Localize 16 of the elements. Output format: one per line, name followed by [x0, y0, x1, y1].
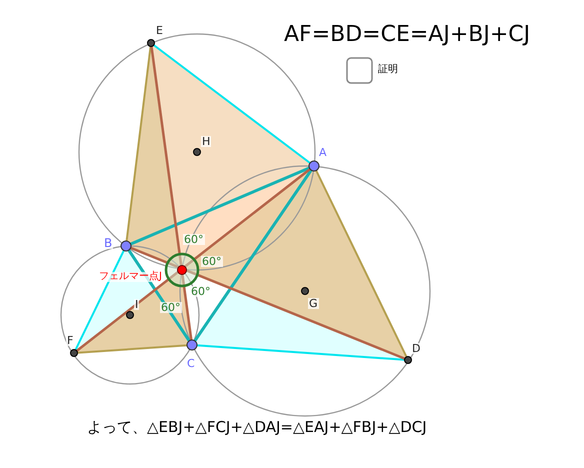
point-label: D — [411, 343, 422, 354]
point-label: B — [103, 237, 114, 249]
point-label: F — [66, 335, 74, 346]
point-label: A — [318, 147, 328, 158]
angle-label: 60° — [201, 256, 222, 267]
point-label: H — [201, 136, 212, 147]
point-label: E — [155, 25, 164, 36]
point-label: I — [134, 299, 140, 310]
checkbox-label: 証明 — [377, 65, 399, 75]
point-label: G — [308, 298, 319, 309]
point-label: フェルマー点J — [98, 272, 163, 282]
angle-label: 60° — [190, 286, 212, 297]
conclusion-text: よって、△EBJ+△FCJ+△DAJ=△EAJ+△FBJ+△DCJ — [86, 420, 428, 435]
angle-label: 60° — [160, 302, 182, 313]
angle-label: 60° — [183, 234, 204, 245]
point-label: C — [186, 358, 196, 369]
